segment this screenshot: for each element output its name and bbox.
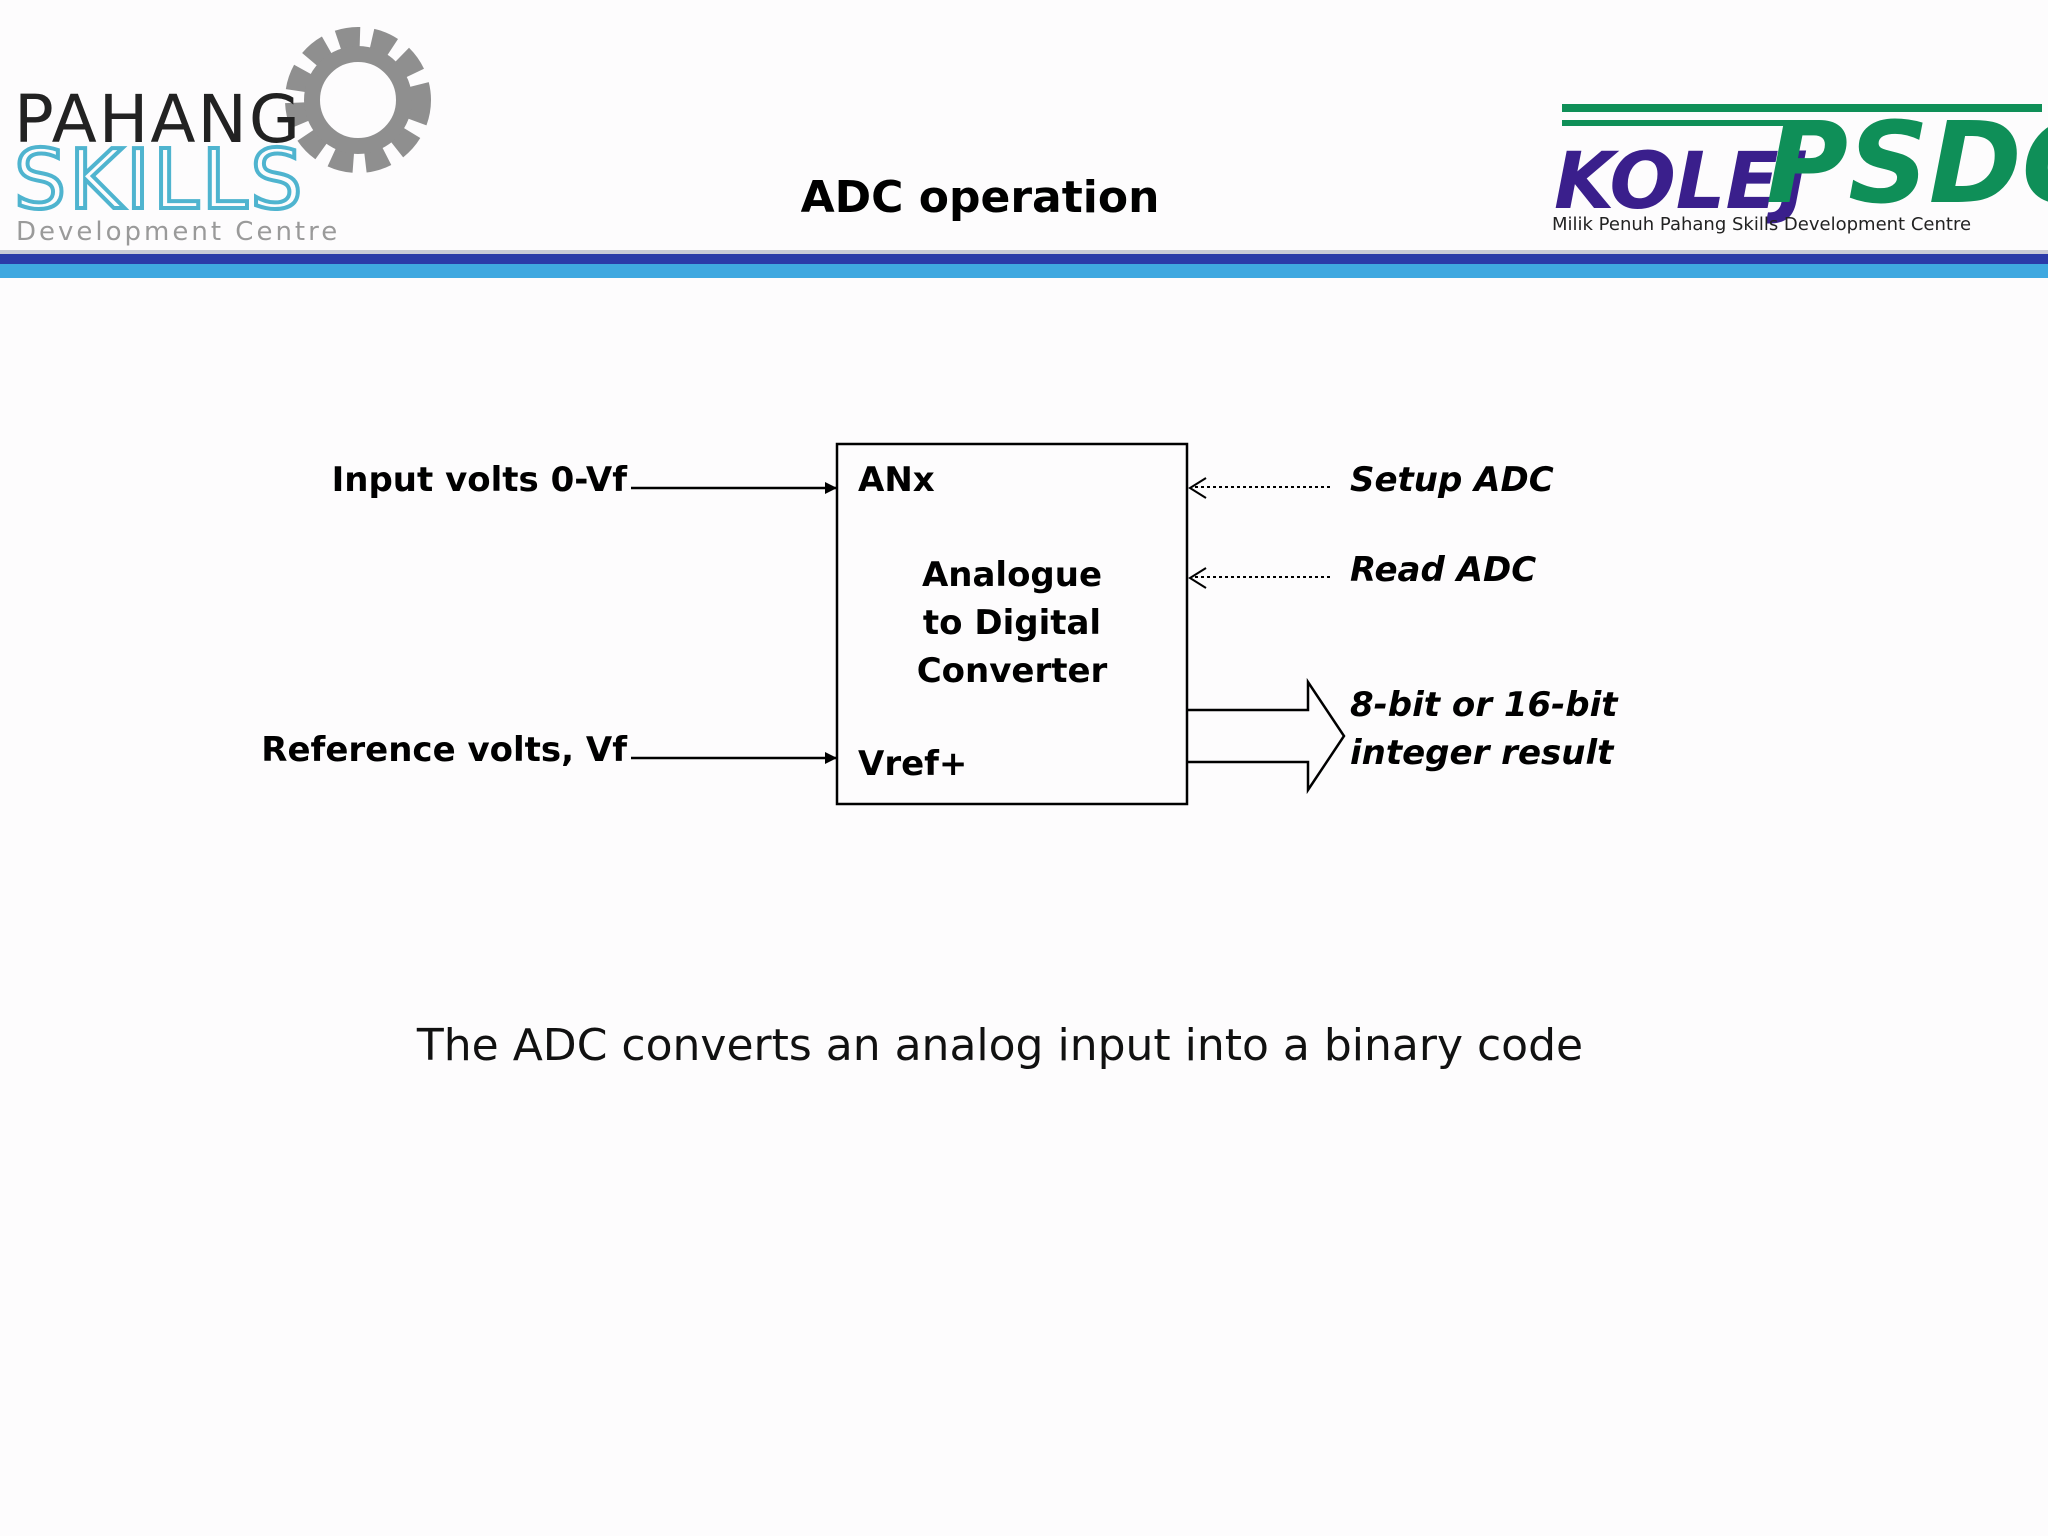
kolej-psdc-logo: KOLEJ PSDC Milik Penuh Pahang Skills Dev… <box>1552 99 2048 235</box>
output-block-arrow <box>1187 677 1346 795</box>
logo-kolej-text: KOLEJ <box>1554 137 1808 227</box>
logo-development-text: Development Centre <box>16 217 340 247</box>
block-label-line3: Converter <box>917 651 1108 691</box>
block-label-line1: Analogue <box>922 555 1102 595</box>
pin-anx-label: ANx <box>858 460 935 500</box>
setup-adc-label: Setup ADC <box>1350 460 1554 500</box>
pahang-skills-logo: PAHANG SKILLS Development Centre <box>12 27 431 247</box>
adc-block-diagram: ANx Vref+ Analogue to Digital Converter … <box>261 442 1619 806</box>
input-volts-label: Input volts 0-Vf <box>332 460 629 500</box>
header-band-grey <box>0 250 2048 254</box>
logo-skills-text: SKILLS <box>14 133 305 228</box>
gear-icon <box>285 27 431 173</box>
logo-psdc-text: PSDC <box>1766 99 2048 229</box>
read-adc-label: Read ADC <box>1350 550 1536 590</box>
output-label-line2: integer result <box>1350 733 1615 773</box>
slide-caption: The ADC converts an analog input into a … <box>416 1020 1584 1071</box>
header-divider <box>0 250 2048 284</box>
header-band-dark <box>0 254 2048 264</box>
logo-tagline-text: Milik Penuh Pahang Skills Development Ce… <box>1552 214 1971 235</box>
logo-pahang-text: PAHANG <box>14 81 302 158</box>
slide-title: ADC operation <box>800 172 1160 223</box>
setup-adc-arrow <box>1188 477 1330 499</box>
pin-vref-label: Vref+ <box>858 744 967 784</box>
output-label-line1: 8-bit or 16-bit <box>1350 685 1619 725</box>
adc-block <box>835 442 1189 806</box>
reference-volts-label: Reference volts, Vf <box>261 730 628 770</box>
block-label-line2: to Digital <box>923 603 1101 643</box>
read-adc-arrow <box>1188 567 1330 589</box>
header-band-light <box>0 264 2048 278</box>
